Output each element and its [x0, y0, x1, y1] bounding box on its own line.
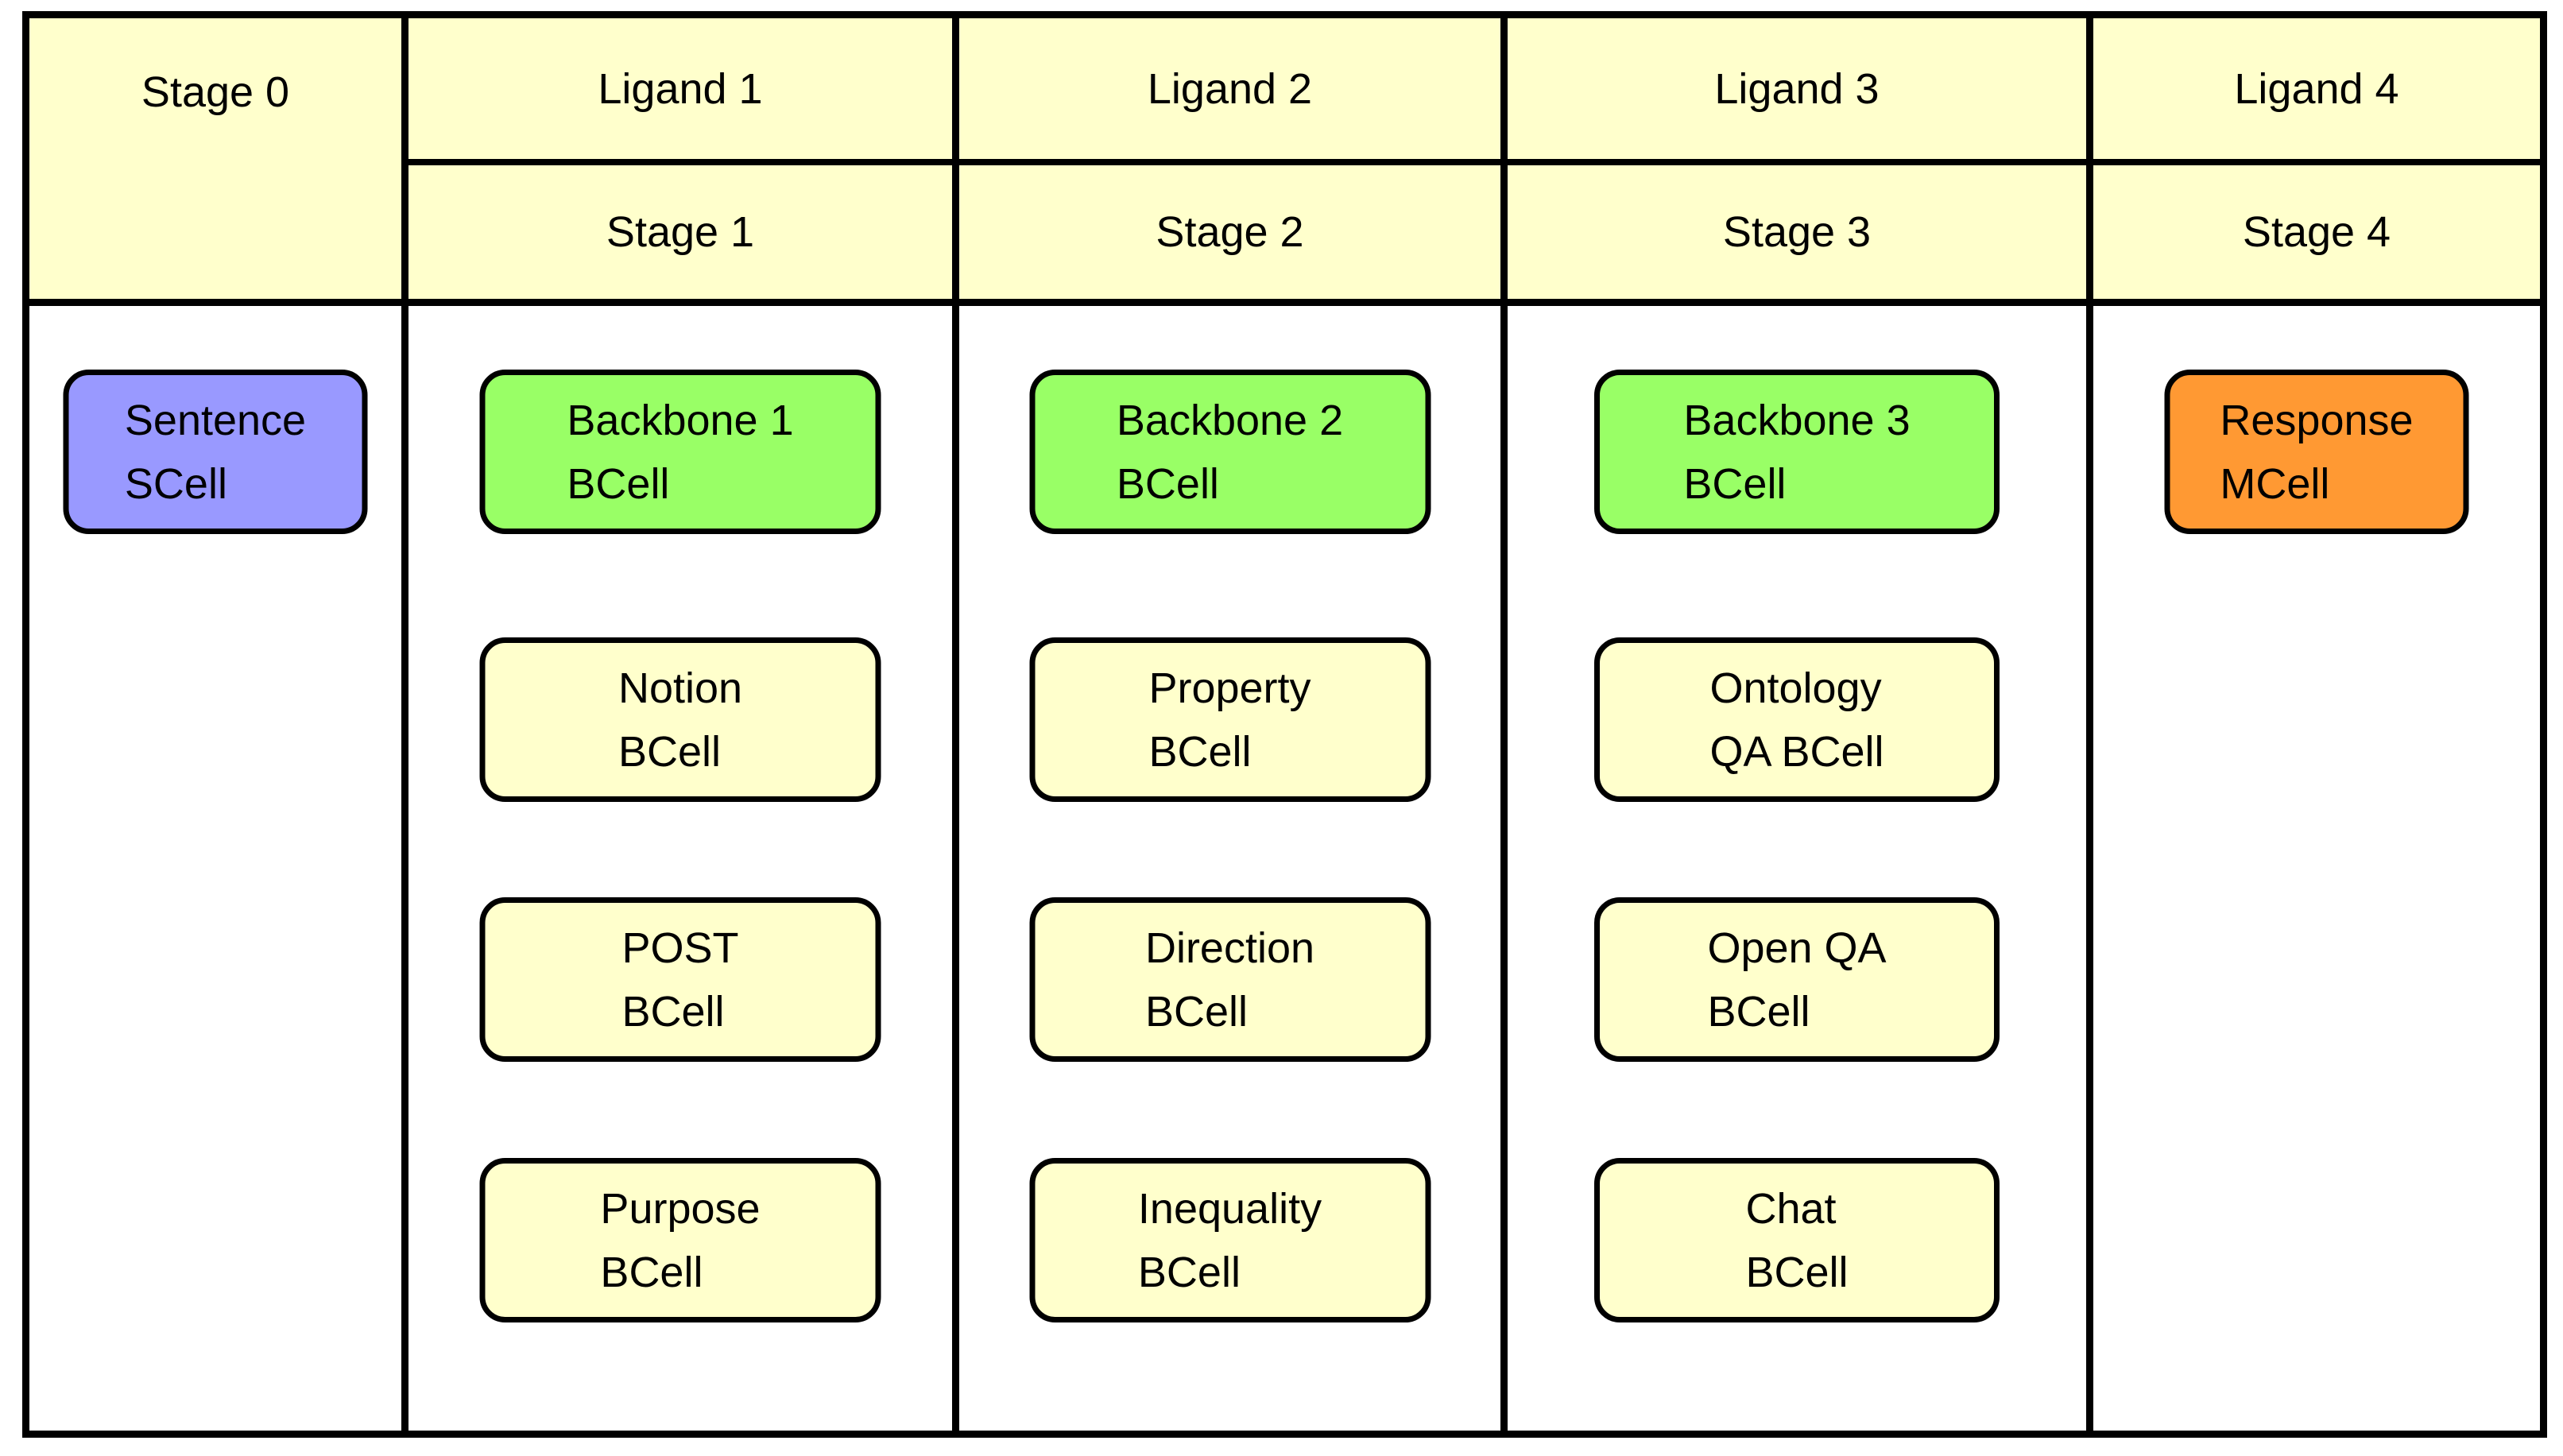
box-line1: Backbone 1: [567, 396, 794, 444]
header-label-ligand3: Ligand 3: [1714, 64, 1880, 113]
box-label: Backbone 3 BCell: [1683, 389, 1910, 516]
header-row-ligand2: Ligand 2: [959, 18, 1500, 165]
header-row-ligand4: Ligand 4: [2093, 18, 2540, 165]
box-line1: Notion: [618, 664, 743, 712]
body-ligand1: Backbone 1 BCell Notion BCell POST BCell: [408, 306, 952, 1431]
box-backbone3-bcell: Backbone 3 BCell: [1594, 370, 2000, 534]
body-stage0: Sentence SCell: [29, 306, 401, 1431]
box-backbone2-bcell: Backbone 2 BCell: [1029, 370, 1431, 534]
column-ligand4: Ligand 4 Stage 4 Response MCell: [2086, 18, 2540, 1431]
box-backbone1-bcell: Backbone 1 BCell: [479, 370, 881, 534]
header-label-stage1: Stage 1: [606, 208, 755, 256]
column-stage0: Stage 0 Sentence SCell: [29, 18, 401, 1431]
box-post-bcell: POST BCell: [479, 897, 881, 1062]
body-ligand2: Backbone 2 BCell Property BCell Directio…: [959, 306, 1500, 1431]
column-ligand2: Ligand 2 Stage 2 Backbone 2 BCell Proper…: [952, 18, 1500, 1431]
header-label-stage0: Stage 0: [141, 68, 290, 116]
box-line2: BCell: [1707, 987, 1810, 1036]
header-label-ligand4: Ligand 4: [2234, 64, 2399, 113]
box-line1: Backbone 2: [1116, 396, 1344, 444]
header-row-ligand1: Ligand 1: [408, 18, 952, 165]
header-label-ligand1: Ligand 1: [598, 64, 763, 113]
box-line2: SCell: [124, 459, 227, 508]
box-line2: BCell: [618, 727, 721, 776]
diagram-frame: Stage 0 Sentence SCell Ligand 1 Stag: [22, 11, 2547, 1438]
column-ligand3: Ligand 3 Stage 3 Backbone 3 BCell Ontolo…: [1500, 18, 2086, 1431]
box-label: POST BCell: [621, 916, 738, 1044]
box-line2: BCell: [1148, 727, 1252, 776]
box-purpose-bcell: Purpose BCell: [479, 1158, 881, 1322]
box-response-mcell: Response MCell: [2164, 370, 2469, 534]
box-line1: Sentence: [124, 396, 307, 444]
box-label: Backbone 1 BCell: [567, 389, 793, 516]
box-line2: BCell: [621, 987, 725, 1036]
box-direction-bcell: Direction BCell: [1029, 897, 1431, 1062]
box-label: Property BCell: [1148, 656, 1311, 784]
box-line1: Response: [2220, 396, 2414, 444]
box-line1: Direction: [1144, 924, 1315, 972]
box-ontology-qa-bcell: Ontology QA BCell: [1594, 637, 2000, 802]
header-cell-stage0: Stage 0: [29, 18, 401, 306]
header-label-ligand2: Ligand 2: [1147, 64, 1313, 113]
box-line2: MCell: [2220, 459, 2330, 508]
box-line2: QA BCell: [1709, 727, 1884, 776]
box-label: Notion BCell: [618, 656, 742, 784]
box-line2: BCell: [1683, 459, 1787, 508]
box-line2: BCell: [600, 1248, 703, 1296]
header-cell-ligand4: Ligand 4 Stage 4: [2093, 18, 2540, 306]
box-line1: Purpose: [600, 1184, 761, 1233]
box-line1: Property: [1148, 664, 1311, 712]
box-sentence-scell: Sentence SCell: [63, 370, 368, 534]
box-line2: BCell: [1116, 459, 1219, 508]
header-label-stage3: Stage 3: [1722, 208, 1872, 256]
box-open-qa-bcell: Open QA BCell: [1594, 897, 2000, 1062]
box-label: Chat BCell: [1745, 1177, 1848, 1304]
header-label-stage2: Stage 2: [1156, 208, 1304, 256]
box-notion-bcell: Notion BCell: [479, 637, 881, 802]
box-line1: Chat: [1745, 1184, 1837, 1233]
box-label: Purpose BCell: [600, 1177, 760, 1304]
header-row-stage3: Stage 3: [1508, 165, 2086, 299]
box-label: Direction BCell: [1145, 916, 1314, 1044]
box-chat-bcell: Chat BCell: [1594, 1158, 2000, 1322]
header-row-stage1: Stage 1: [408, 165, 952, 299]
header-cell-ligand1: Ligand 1 Stage 1: [408, 18, 952, 306]
column-ligand1: Ligand 1 Stage 1 Backbone 1 BCell Notion: [401, 18, 952, 1431]
header-row-stage0: Stage 0: [29, 18, 401, 165]
box-label: Sentence SCell: [125, 389, 306, 516]
box-line1: POST: [621, 924, 739, 972]
box-line2: BCell: [1745, 1248, 1849, 1296]
box-line2: BCell: [1137, 1248, 1241, 1296]
box-line2: BCell: [567, 459, 670, 508]
header-label-stage4: Stage 4: [2242, 208, 2391, 256]
box-line1: Backbone 3: [1683, 396, 1911, 444]
box-line2: BCell: [1144, 987, 1248, 1036]
box-line1: Ontology: [1709, 664, 1882, 712]
header-cell-ligand3: Ligand 3 Stage 3: [1508, 18, 2086, 306]
box-line1: Inequality: [1137, 1184, 1322, 1233]
body-ligand4: Response MCell: [2093, 306, 2540, 1431]
box-label: Backbone 2 BCell: [1117, 389, 1343, 516]
body-ligand3: Backbone 3 BCell Ontology QA BCell Open …: [1508, 306, 2086, 1431]
header-row-stage2: Stage 2: [959, 165, 1500, 299]
header-cell-ligand2: Ligand 2 Stage 2: [959, 18, 1500, 306]
box-label: Open QA BCell: [1707, 916, 1886, 1044]
box-label: Inequality BCell: [1138, 1177, 1322, 1304]
box-inequality-bcell: Inequality BCell: [1029, 1158, 1431, 1322]
box-label: Ontology QA BCell: [1709, 656, 1884, 784]
box-property-bcell: Property BCell: [1029, 637, 1431, 802]
box-label: Response MCell: [2220, 389, 2413, 516]
header-row-stage4: Stage 4: [2093, 165, 2540, 299]
header-row-ligand3: Ligand 3: [1508, 18, 2086, 165]
box-line1: Open QA: [1707, 924, 1887, 972]
